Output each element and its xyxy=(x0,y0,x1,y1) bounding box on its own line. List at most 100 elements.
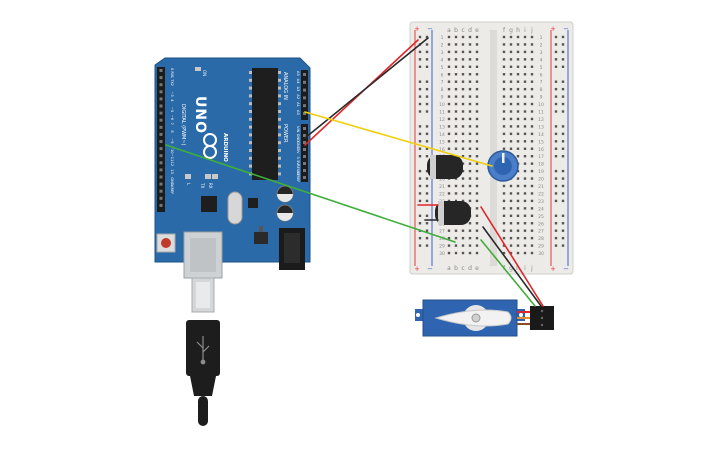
rail-hole[interactable] xyxy=(418,199,422,203)
breadboard-hole[interactable] xyxy=(516,169,520,173)
breadboard-hole[interactable] xyxy=(454,251,458,255)
rail-hole[interactable] xyxy=(425,199,429,203)
breadboard-hole[interactable] xyxy=(530,58,534,61)
breadboard-hole[interactable] xyxy=(475,184,479,188)
rail-hole[interactable] xyxy=(561,95,565,98)
rail-hole[interactable] xyxy=(425,236,429,240)
breadboard-hole[interactable] xyxy=(516,222,520,225)
breadboard-hole[interactable] xyxy=(509,43,513,46)
rail-hole[interactable] xyxy=(561,199,565,203)
breadboard-hole[interactable] xyxy=(523,50,527,54)
breadboard-hole[interactable] xyxy=(509,184,513,188)
breadboard-hole[interactable] xyxy=(502,222,506,225)
breadboard-hole[interactable] xyxy=(461,147,465,150)
rail-hole[interactable] xyxy=(418,147,422,150)
rail-hole[interactable] xyxy=(561,35,565,39)
breadboard-hole[interactable] xyxy=(516,102,520,106)
rail-hole[interactable] xyxy=(561,244,565,247)
breadboard-hole[interactable] xyxy=(454,110,458,113)
breadboard-hole[interactable] xyxy=(523,147,527,150)
rail-hole[interactable] xyxy=(554,192,558,195)
breadboard-hole[interactable] xyxy=(447,87,451,91)
rail-hole[interactable] xyxy=(561,155,565,158)
breadboard-hole[interactable] xyxy=(523,117,527,121)
breadboard-hole[interactable] xyxy=(502,132,506,136)
breadboard-hole[interactable] xyxy=(468,65,472,68)
breadboard-hole[interactable] xyxy=(454,229,458,232)
breadboard-hole[interactable] xyxy=(523,214,527,217)
breadboard-hole[interactable] xyxy=(461,65,465,68)
breadboard-hole[interactable] xyxy=(475,125,479,128)
breadboard-hole[interactable] xyxy=(502,207,506,210)
breadboard-hole[interactable] xyxy=(468,140,472,143)
breadboard-hole[interactable] xyxy=(516,80,520,83)
breadboard-hole[interactable] xyxy=(530,229,534,232)
rail-hole[interactable] xyxy=(561,140,565,143)
rail-hole[interactable] xyxy=(425,80,429,83)
breadboard-hole[interactable] xyxy=(461,251,465,255)
breadboard-hole[interactable] xyxy=(502,236,506,240)
breadboard-hole[interactable] xyxy=(461,87,465,91)
breadboard-hole[interactable] xyxy=(461,236,465,240)
breadboard-hole[interactable] xyxy=(502,140,506,143)
breadboard-hole[interactable] xyxy=(516,73,520,76)
breadboard-hole[interactable] xyxy=(447,184,451,188)
breadboard-hole[interactable] xyxy=(530,236,534,240)
breadboard-hole[interactable] xyxy=(502,147,506,150)
breadboard-hole[interactable] xyxy=(475,95,479,98)
rail-hole[interactable] xyxy=(554,147,558,150)
breadboard-hole[interactable] xyxy=(454,80,458,83)
rail-hole[interactable] xyxy=(425,169,429,173)
breadboard-hole[interactable] xyxy=(502,214,506,217)
breadboard-hole[interactable] xyxy=(516,58,520,61)
rail-hole[interactable] xyxy=(561,184,565,188)
rail-hole[interactable] xyxy=(418,214,422,217)
breadboard-hole[interactable] xyxy=(454,117,458,121)
breadboard-hole[interactable] xyxy=(509,117,513,121)
rail-hole[interactable] xyxy=(554,35,558,39)
breadboard-hole[interactable] xyxy=(461,95,465,98)
rail-hole[interactable] xyxy=(561,87,565,91)
breadboard-hole[interactable] xyxy=(523,177,527,180)
breadboard-hole[interactable] xyxy=(509,58,513,61)
breadboard-hole[interactable] xyxy=(454,125,458,128)
rail-hole[interactable] xyxy=(418,65,422,68)
rail-hole[interactable] xyxy=(425,58,429,61)
breadboard-hole[interactable] xyxy=(502,199,506,203)
breadboard-hole[interactable] xyxy=(454,95,458,98)
rail-hole[interactable] xyxy=(418,236,422,240)
rail-hole[interactable] xyxy=(418,87,422,91)
breadboard-hole[interactable] xyxy=(530,110,534,113)
breadboard-hole[interactable] xyxy=(461,177,465,180)
breadboard-hole[interactable] xyxy=(475,140,479,143)
breadboard-hole[interactable] xyxy=(468,58,472,61)
breadboard-hole[interactable] xyxy=(454,50,458,54)
breadboard-hole[interactable] xyxy=(530,251,534,255)
rail-hole[interactable] xyxy=(418,177,422,180)
breadboard-hole[interactable] xyxy=(475,222,479,225)
breadboard-hole[interactable] xyxy=(447,132,451,136)
rail-hole[interactable] xyxy=(418,95,422,98)
rail-hole[interactable] xyxy=(425,229,429,232)
breadboard-hole[interactable] xyxy=(461,192,465,195)
breadboard-hole[interactable] xyxy=(523,199,527,203)
rail-hole[interactable] xyxy=(561,125,565,128)
breadboard-hole[interactable] xyxy=(516,147,520,150)
breadboard-hole[interactable] xyxy=(530,222,534,225)
rail-hole[interactable] xyxy=(561,222,565,225)
breadboard-hole[interactable] xyxy=(468,73,472,76)
rail-hole[interactable] xyxy=(561,43,565,46)
breadboard-hole[interactable] xyxy=(475,43,479,46)
breadboard-hole[interactable] xyxy=(530,147,534,150)
rail-hole[interactable] xyxy=(425,110,429,113)
breadboard-hole[interactable] xyxy=(502,110,506,113)
breadboard-hole[interactable] xyxy=(502,95,506,98)
rail-hole[interactable] xyxy=(554,43,558,46)
breadboard-hole[interactable] xyxy=(509,73,513,76)
breadboard-hole[interactable] xyxy=(516,184,520,188)
breadboard-hole[interactable] xyxy=(502,35,506,39)
breadboard-hole[interactable] xyxy=(447,58,451,61)
breadboard-hole[interactable] xyxy=(523,207,527,210)
breadboard-hole[interactable] xyxy=(468,117,472,121)
rail-hole[interactable] xyxy=(554,65,558,68)
